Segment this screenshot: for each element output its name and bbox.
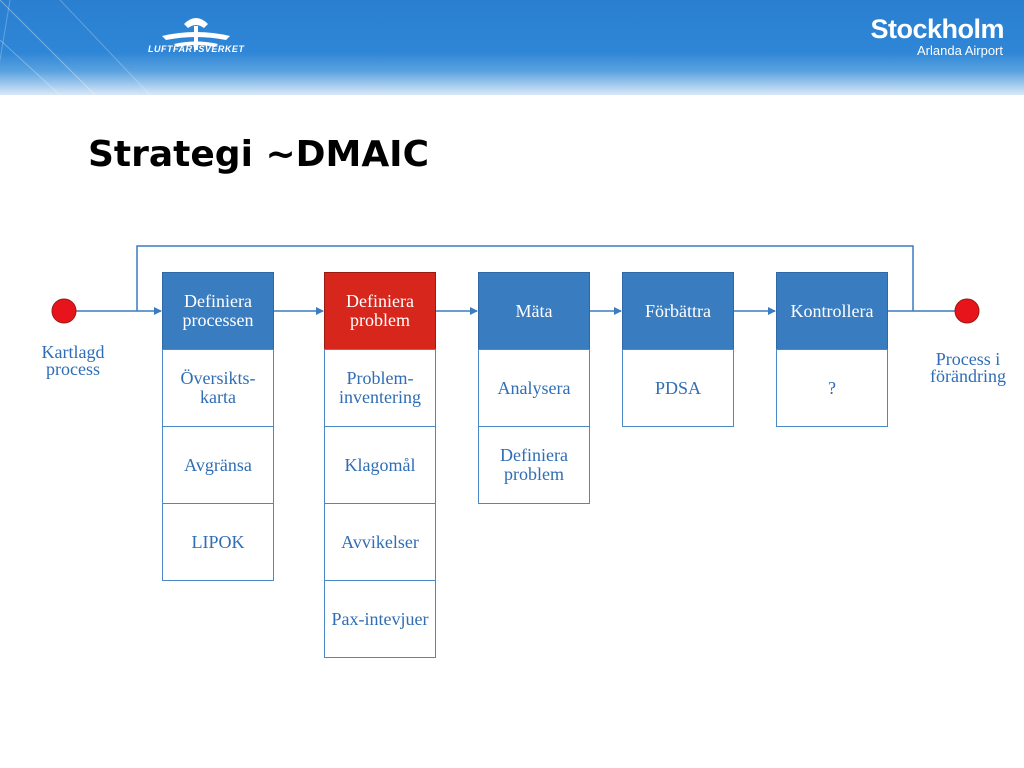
feedback-loop-line [136,245,914,311]
phase-5-item-unknown: ? [776,349,888,427]
phase-2-item-avvikelser: Avvikelser [324,503,436,581]
phase-2-item-paxintevjuer: Pax-intevjuer [324,580,436,658]
phase-2-item-probleminventering: Problem-inventering [324,349,436,427]
end-label: Process i förändring [930,349,1006,386]
page-title: Strategi ~DMAIC [88,134,429,175]
phase-definiera-problem: Definiera problem [324,272,436,350]
phase-1-item-lipok: LIPOK [162,503,274,581]
start-terminal [51,298,77,324]
header-band: LUFTFARTSVERKET Stockholm Arlanda Airpor… [0,0,1024,95]
start-label: Kartlagd process [41,342,105,379]
phase-4-item-pdsa: PDSA [622,349,734,427]
end-terminal [954,298,980,324]
luftfartsverket-logo-text: LUFTFARTSVERKET [148,44,245,54]
luftfartsverket-crown-icon [162,18,230,50]
phase-forbattra: Förbättra [622,272,734,350]
phase-1-item-oversiktskarta: Översikts-karta [162,349,274,427]
phase-kontrollera: Kontrollera [776,272,888,350]
phase-1-item-avgransa: Avgränsa [162,426,274,504]
phase-2-item-klagomal: Klagomål [324,426,436,504]
stockholm-logo-title: Stockholm [870,14,1004,44]
header-decoration [0,0,151,95]
stockholm-logo-subtitle: Arlanda Airport [917,43,1003,58]
phase-3-item-analysera: Analysera [478,349,590,427]
phase-3-item-definiera-problem: Definiera problem [478,426,590,504]
phase-mata: Mäta [478,272,590,350]
phase-definiera-processen: Definiera processen [162,272,274,350]
